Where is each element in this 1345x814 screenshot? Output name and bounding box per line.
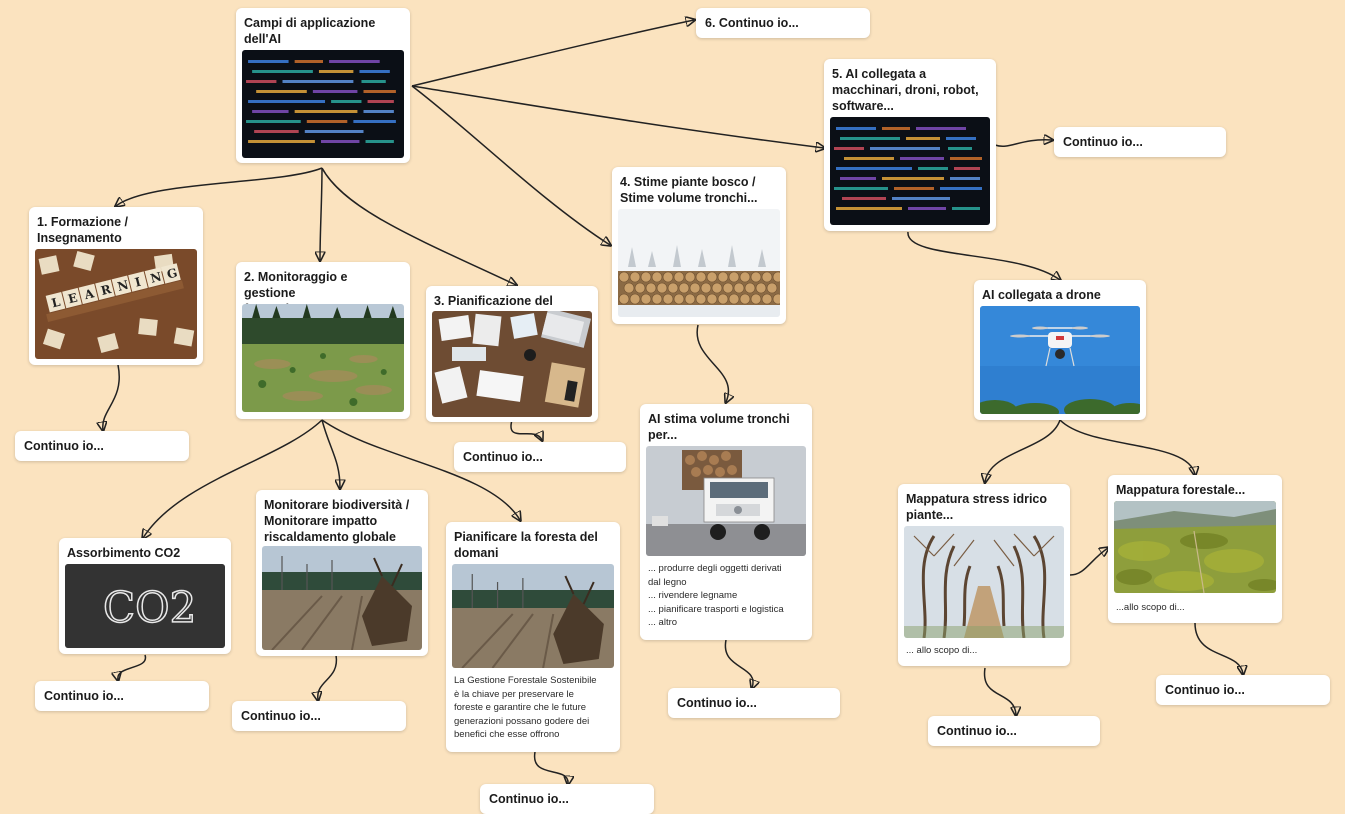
volume-estimate-title: AI stima volume tronchi per...: [648, 412, 790, 442]
future-forest-continue-note[interactable]: Continuo io...: [480, 784, 654, 814]
edge-stress-mappa: [1069, 548, 1108, 576]
edge-root-n5: [411, 85, 824, 148]
edge-fut-note: [534, 751, 569, 784]
stump-clearing-image-2: [452, 564, 614, 668]
learning-tiles-image: L E A R N I N G: [35, 249, 197, 359]
drone-title: AI collegata a drone: [982, 288, 1101, 302]
co2-card[interactable]: Assorbimento CO2 CO2: [59, 538, 231, 654]
water-stress-card[interactable]: Mappatura stress idrico piante... ... al…: [898, 484, 1070, 666]
tile-4: N: [116, 278, 130, 294]
edge-n2-bio: [321, 419, 340, 488]
edge-n1-note: [103, 364, 120, 430]
tree-avenue-image: [904, 526, 1064, 638]
tile-1: E: [67, 291, 79, 307]
edge-n5-drone: [907, 231, 1060, 280]
edge-n2-fut: [321, 419, 520, 520]
drone-card[interactable]: AI collegata a drone: [974, 280, 1146, 420]
co2-continue-note[interactable]: Continuo io...: [35, 681, 209, 711]
biodiversity-card[interactable]: Monitorare biodiversità / Monitorare imp…: [256, 490, 428, 656]
node-1-title: 1. Formazione / Insegnamento: [37, 215, 128, 245]
co2-chalk-text: CO2: [103, 583, 196, 632]
edge-n2-co2: [143, 419, 323, 538]
forest-aerial-image: [1114, 501, 1276, 593]
tile-6: N: [149, 269, 163, 285]
stump-clearing-image: [262, 546, 422, 650]
future-forest-card[interactable]: Pianificare la foresta del domani La Ges…: [446, 522, 620, 752]
co2-title: Assorbimento CO2: [67, 546, 181, 560]
forest-mapping-title: Mappatura forestale...: [1116, 483, 1246, 497]
edge-co2-note: [118, 654, 147, 680]
root-title: Campi di applicazione dell'AI: [244, 16, 376, 46]
node-5-continue-note[interactable]: Continuo io...: [1054, 127, 1226, 157]
node-2-card[interactable]: 2. Monitoraggio e gestione forestale: [236, 262, 410, 419]
forest-mapping-continue-note[interactable]: Continuo io...: [1156, 675, 1330, 705]
node-5-title: 5. AI collegata a macchinari, droni, rob…: [832, 67, 979, 113]
node-1-card[interactable]: 1. Formazione / Insegnamento: [29, 207, 203, 365]
future-forest-title: Pianificare la foresta del domani: [454, 530, 598, 560]
tile-7: G: [165, 266, 178, 282]
tile-0: L: [50, 295, 62, 311]
tile-2: A: [82, 286, 96, 302]
volume-estimate-continue-note[interactable]: Continuo io...: [668, 688, 840, 718]
tile-5: I: [133, 275, 142, 290]
edge-n4-stima: [696, 324, 728, 402]
edge-root-n1: [116, 167, 323, 206]
node-6-card[interactable]: 6. Continuo io...: [696, 8, 870, 38]
desk-planning-image: [432, 311, 592, 417]
forest-clearing-image: [242, 304, 404, 412]
log-pile-image: [618, 209, 780, 317]
chalkboard-co2-image: CO2: [65, 564, 225, 648]
edge-bio-note: [318, 654, 338, 700]
volume-estimate-card[interactable]: AI stima volume tronchi per... ... produ…: [640, 404, 812, 640]
edge-mappa-note: [1194, 622, 1243, 674]
water-stress-text: ... allo scopo di...: [906, 645, 978, 656]
edge-stress-note: [983, 667, 1016, 715]
edge-drone-mappa: [1059, 419, 1195, 475]
code-screen-image: [242, 50, 404, 158]
node-3-card[interactable]: 3. Pianificazione del lavoro: [426, 286, 598, 422]
node-5-card[interactable]: 5. AI collegata a macchinari, droni, rob…: [824, 59, 996, 231]
edge-root-n4: [411, 85, 610, 245]
edge-n3-note: [510, 419, 542, 440]
node-4-title: 4. Stime piante bosco / Stime volume tro…: [620, 175, 758, 205]
node-4-card[interactable]: 4. Stime piante bosco / Stime volume tro…: [612, 167, 786, 324]
biodiversity-title: Monitorare biodiversità / Monitorare imp…: [264, 498, 410, 544]
future-forest-text: La Gestione Forestale Sostenibile è la c…: [454, 675, 597, 740]
water-stress-title: Mappatura stress idrico piante...: [906, 492, 1048, 522]
forest-mapping-text: ...allo scopo di...: [1116, 602, 1185, 613]
edge-root-n3: [321, 167, 516, 285]
edge-root-n2: [320, 167, 322, 260]
drone-sky-image: [980, 306, 1140, 414]
edge-root-n6: [411, 20, 694, 87]
node-1-continue-note[interactable]: Continuo io...: [15, 431, 189, 461]
node-3-continue-note[interactable]: Continuo io...: [454, 442, 626, 472]
log-truck-image: [646, 446, 806, 556]
water-stress-continue-note[interactable]: Continuo io...: [928, 716, 1100, 746]
code-screen-image-2: [830, 117, 990, 225]
edge-drone-stress: [985, 419, 1061, 482]
root-card[interactable]: Campi di applicazione dell'AI: [236, 8, 410, 163]
edge-n5-note: [994, 140, 1052, 147]
tile-3: R: [100, 282, 114, 298]
forest-mapping-card[interactable]: Mappatura forestale... ...allo scopo di.…: [1108, 475, 1282, 623]
biodiversity-continue-note[interactable]: Continuo io...: [232, 701, 406, 731]
volume-estimate-text: ... produrre degli oggetti derivati dal …: [648, 563, 784, 628]
edge-stima-note: [724, 639, 753, 688]
